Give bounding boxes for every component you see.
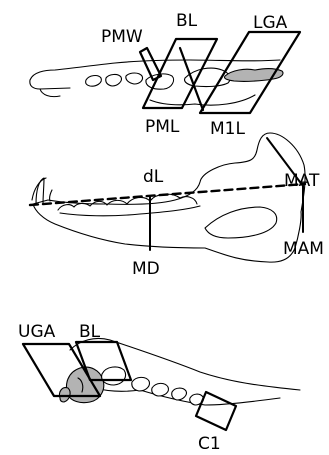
label-dl: dL — [143, 167, 164, 187]
upper-tooth-row-panel — [30, 32, 300, 113]
masseteric-fossa — [205, 207, 277, 238]
lower-premolar-2 — [132, 377, 150, 391]
label-uga: UGA — [18, 322, 56, 342]
lower-premolar-3 — [152, 383, 169, 396]
label-pml: PML — [145, 117, 180, 137]
label-mat: MAT — [284, 171, 320, 191]
mandible-panel — [30, 133, 305, 262]
label-lga: LGA — [253, 13, 288, 33]
label-bl-upper: BL — [176, 11, 198, 31]
label-pmw: PMW — [101, 27, 143, 47]
label-bl-lower: BL — [79, 322, 101, 342]
canine-lower — [36, 178, 44, 204]
shaded-molar-small — [59, 388, 70, 402]
lower-teeth-bases — [60, 206, 200, 216]
label-c1: C1 — [198, 434, 221, 454]
lower-tooth-row-panel — [23, 338, 300, 430]
premolar-shape-2 — [126, 73, 143, 84]
lower-premolar-4 — [172, 388, 187, 400]
premolar-shape-1 — [106, 74, 122, 86]
label-mam: MAM — [283, 239, 324, 259]
label-md: MD — [132, 259, 160, 279]
lower-premolar-1 — [102, 367, 126, 385]
incisor-shape — [86, 76, 102, 87]
label-m1l: M1L — [210, 119, 245, 139]
mandible-outline — [32, 133, 305, 262]
